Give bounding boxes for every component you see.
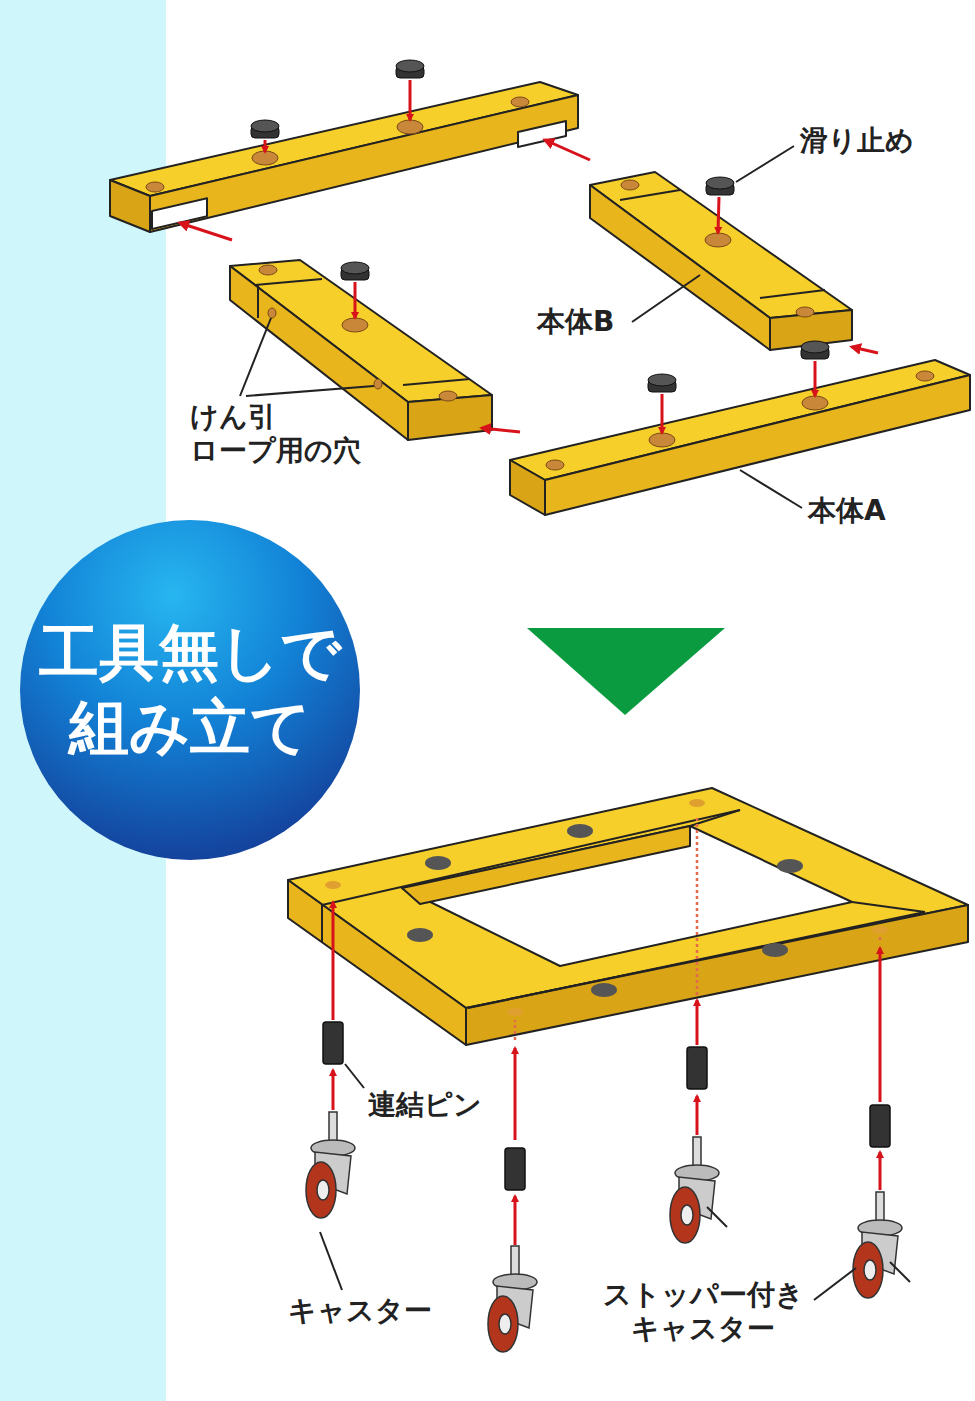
- exploded-parts: [110, 82, 970, 515]
- assembled-frame: [288, 788, 968, 1045]
- part-label-text: けん引 ロープ用の穴: [190, 400, 361, 467]
- part-label: ストッパー付き キャスター: [592, 1278, 814, 1345]
- part-label-text: ストッパー付き キャスター: [603, 1278, 804, 1345]
- part-label: けん引 ロープ用の穴: [190, 400, 390, 467]
- part-label-text: 本体A: [808, 494, 886, 527]
- part-label: キャスター: [288, 1294, 488, 1328]
- part-label: 連結ピン: [368, 1088, 548, 1122]
- part-label-text: 本体B: [537, 305, 614, 338]
- part-label: 本体A: [808, 494, 948, 528]
- corner-holes: [325, 799, 888, 1016]
- part-label: 滑り止め: [800, 124, 970, 158]
- badge-circle: 工具無しで 組み立て: [20, 520, 360, 860]
- badge-text: 工具無しで 組み立て: [25, 615, 355, 765]
- part-label: 本体B: [537, 305, 677, 339]
- down-triangle: [527, 628, 725, 715]
- holes: [146, 97, 934, 470]
- part-label-text: 連結ピン: [368, 1088, 482, 1121]
- anti-slip-caps: [180, 60, 878, 433]
- part-label-text: 滑り止め: [800, 124, 914, 157]
- pins-arrows: [323, 815, 890, 1245]
- part-label-text: キャスター: [288, 1294, 432, 1327]
- frame-holes: [407, 824, 803, 997]
